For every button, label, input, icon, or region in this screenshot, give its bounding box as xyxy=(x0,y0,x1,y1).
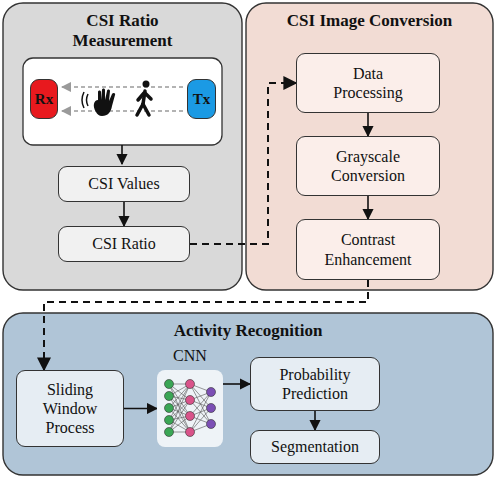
panel: CSI Ratio MeasurementRx TxCSI ValuesCSI R… xyxy=(3,3,242,290)
box-label: Probability Prediction xyxy=(265,365,365,403)
sensing-illustration xyxy=(23,58,222,164)
scene-arrow xyxy=(121,145,123,164)
panel-title: CSI Ratio Measurement xyxy=(38,11,208,50)
cnn-block: CNN xyxy=(157,346,223,447)
network-box xyxy=(157,370,223,447)
box-label: Sliding Window Process xyxy=(34,380,106,438)
process-box: Contrast Enhancement xyxy=(296,219,440,280)
box-label: Grayscale Conversion xyxy=(318,147,418,185)
signal-path xyxy=(62,110,183,112)
panel-background xyxy=(3,313,493,475)
box-label: CNN xyxy=(173,346,207,368)
box-label: Tx xyxy=(189,90,215,108)
process-box: Grayscale Conversion xyxy=(296,136,440,196)
box-label: CSI Ratio xyxy=(64,234,184,253)
receiver-box: Rx xyxy=(30,79,58,119)
process-box: Sliding Window Process xyxy=(16,370,124,447)
flow-arrow xyxy=(124,408,157,410)
panel-title: CSI Image Conversion xyxy=(285,11,455,31)
panel: CSI Image ConversionData ProcessingGrays… xyxy=(246,3,493,290)
box-label: Contrast Enhancement xyxy=(318,230,418,268)
hand-icon xyxy=(82,89,115,117)
panel: Activity RecognitionSliding Window Proce… xyxy=(3,313,493,475)
flow-arrow xyxy=(223,383,250,385)
panel-background xyxy=(246,3,493,290)
panel-title: Activity Recognition xyxy=(48,321,448,341)
panel-background xyxy=(3,3,242,290)
flow-arrow xyxy=(314,411,316,430)
signal-path xyxy=(62,86,183,88)
process-box: CSI Values xyxy=(58,166,190,202)
scene-box xyxy=(23,58,222,145)
flow-arrow xyxy=(123,202,125,226)
transmitter-box: Tx xyxy=(187,79,216,119)
process-box: CSI Ratio xyxy=(58,226,190,262)
walking-person xyxy=(137,81,151,116)
process-box: Segmentation xyxy=(250,430,380,464)
process-box: Probability Prediction xyxy=(250,357,380,411)
box-label: Segmentation xyxy=(255,437,375,456)
box-label: CSI Values xyxy=(64,174,184,193)
box-label: Rx xyxy=(31,90,57,108)
flow-arrow xyxy=(367,196,369,219)
box-label: Data Processing xyxy=(318,64,418,102)
flow-arrow xyxy=(367,113,369,136)
process-box: Data Processing xyxy=(296,53,440,113)
neural-network-icon xyxy=(157,370,223,447)
